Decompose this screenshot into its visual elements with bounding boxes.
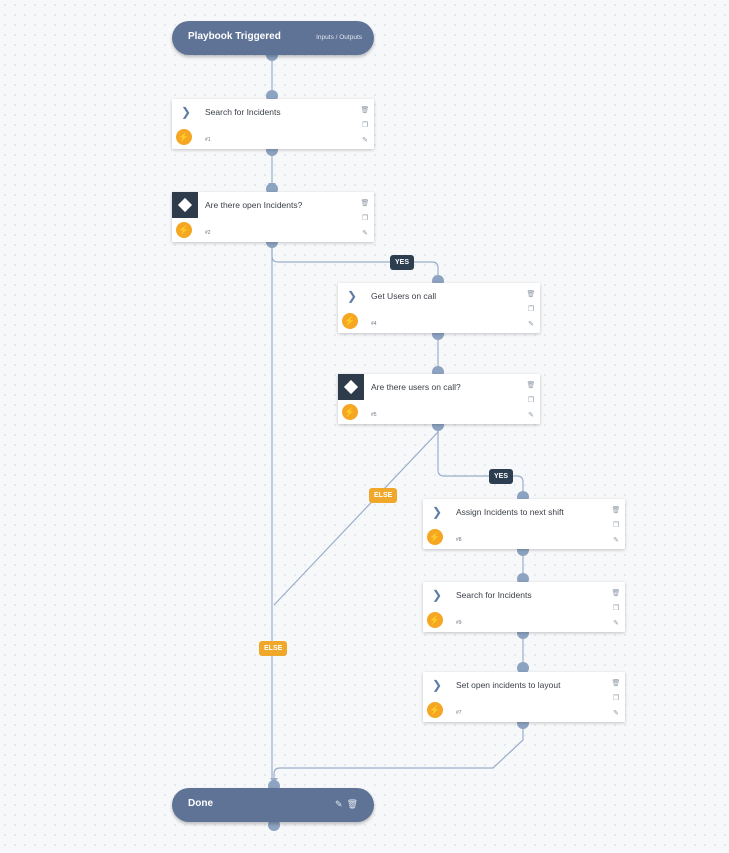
task-type-icon: ❯	[172, 99, 198, 125]
start-node-title: Playbook Triggered	[188, 31, 281, 42]
task-number: #7	[456, 710, 462, 716]
edge-set-to-done	[273, 723, 524, 783]
task-name: Search for Incidents	[456, 590, 532, 600]
task-card[interactable]: ❯ Search for Incidents #1 ⚡ 🗑 ❐ ✎	[172, 99, 374, 149]
edit-icon[interactable]: ✎	[613, 620, 619, 627]
copy-icon[interactable]: ❐	[527, 306, 535, 313]
task-name: Set open incidents to layout	[456, 680, 561, 690]
done-node[interactable]: Done ✎🗑	[172, 788, 374, 822]
trash-icon[interactable]: 🗑	[611, 590, 621, 597]
task-card[interactable]: ❯ Get Users on call #4 ⚡ 🗑 ❐ ✎	[338, 283, 540, 333]
task-number: #9	[456, 620, 462, 626]
condition-icon	[172, 192, 198, 218]
task-name: Search for Incidents	[205, 107, 281, 117]
lightning-icon: ⚡	[427, 702, 443, 718]
copy-icon[interactable]: ❐	[361, 122, 369, 129]
lightning-icon: ⚡	[342, 313, 358, 329]
yes-branch-label[interactable]: YES	[390, 255, 415, 270]
else-branch-label[interactable]: ELSE	[369, 488, 398, 503]
done-node-title: Done	[188, 798, 213, 809]
chevron-right-icon: ❯	[432, 588, 443, 602]
edit-icon[interactable]: ✎	[362, 137, 368, 144]
condition-icon	[338, 374, 364, 400]
task-card[interactable]: ❯ Set open incidents to layout #7 ⚡ 🗑 ❐ …	[423, 672, 625, 722]
edit-icon[interactable]: ✎	[528, 412, 534, 419]
copy-icon[interactable]: ❐	[527, 397, 535, 404]
task-name: Assign Incidents to next shift	[456, 507, 564, 517]
copy-icon[interactable]: ❐	[612, 605, 620, 612]
chevron-right-icon: ❯	[432, 505, 443, 519]
task-name: Are there users on call?	[371, 382, 461, 392]
edge-users-yes-to-assign	[437, 424, 524, 496]
edge-condition-yes-to-get-users	[271, 241, 439, 280]
edge-users-else-to-done	[273, 424, 439, 606]
lightning-icon: ⚡	[427, 612, 443, 628]
lightning-icon: ⚡	[176, 129, 192, 145]
diamond-icon	[343, 379, 359, 395]
task-number: #4	[371, 321, 377, 327]
trash-icon[interactable]: 🗑	[526, 291, 536, 298]
copy-icon[interactable]: ❐	[612, 522, 620, 529]
port-done-out	[268, 819, 280, 831]
edit-icon[interactable]: ✎	[613, 710, 619, 717]
start-node[interactable]: Playbook Triggered Inputs / Outputs	[172, 21, 374, 55]
edit-icon[interactable]: ✎	[528, 321, 534, 328]
copy-icon[interactable]: ❐	[361, 215, 369, 222]
task-type-icon: ❯	[423, 499, 449, 525]
task-card[interactable]: ❯ Search for Incidents #9 ⚡ 🗑 ❐ ✎	[423, 582, 625, 632]
trash-icon[interactable]: 🗑	[611, 507, 621, 514]
condition-card[interactable]: Are there users on call? #5 ⚡ 🗑 ❐ ✎	[338, 374, 540, 424]
trash-icon[interactable]: 🗑	[360, 200, 370, 207]
copy-icon[interactable]: ❐	[612, 695, 620, 702]
task-number: #8	[456, 537, 462, 543]
task-number: #2	[205, 230, 211, 236]
diamond-icon	[177, 197, 193, 213]
lightning-icon: ⚡	[342, 404, 358, 420]
else-branch-label[interactable]: ELSE	[259, 641, 288, 656]
inputs-outputs-link[interactable]: Inputs / Outputs	[316, 34, 362, 41]
edit-icon[interactable]: ✎	[335, 799, 347, 809]
lightning-icon: ⚡	[427, 529, 443, 545]
yes-branch-label[interactable]: YES	[489, 469, 514, 484]
task-type-icon: ❯	[423, 582, 449, 608]
port-t7-in	[517, 662, 529, 674]
task-type-icon: ❯	[338, 283, 364, 309]
task-name: Are there open Incidents?	[205, 200, 303, 210]
task-card[interactable]: ❯ Assign Incidents to next shift #8 ⚡ 🗑 …	[423, 499, 625, 549]
chevron-right-icon: ❯	[181, 105, 192, 119]
task-type-icon: ❯	[423, 672, 449, 698]
task-name: Get Users on call	[371, 291, 437, 301]
chevron-right-icon: ❯	[347, 289, 358, 303]
lightning-icon: ⚡	[176, 222, 192, 238]
edit-icon[interactable]: ✎	[613, 537, 619, 544]
condition-card[interactable]: Are there open Incidents? #2 ⚡ 🗑 ❐ ✎	[172, 192, 374, 242]
trash-icon[interactable]: 🗑	[611, 680, 621, 687]
trash-icon[interactable]: 🗑	[360, 107, 370, 114]
task-number: #5	[371, 412, 377, 418]
trash-icon[interactable]: 🗑	[526, 382, 536, 389]
trash-icon[interactable]: 🗑	[346, 799, 362, 809]
chevron-right-icon: ❯	[432, 678, 443, 692]
task-number: #1	[205, 137, 211, 143]
edit-icon[interactable]: ✎	[362, 230, 368, 237]
